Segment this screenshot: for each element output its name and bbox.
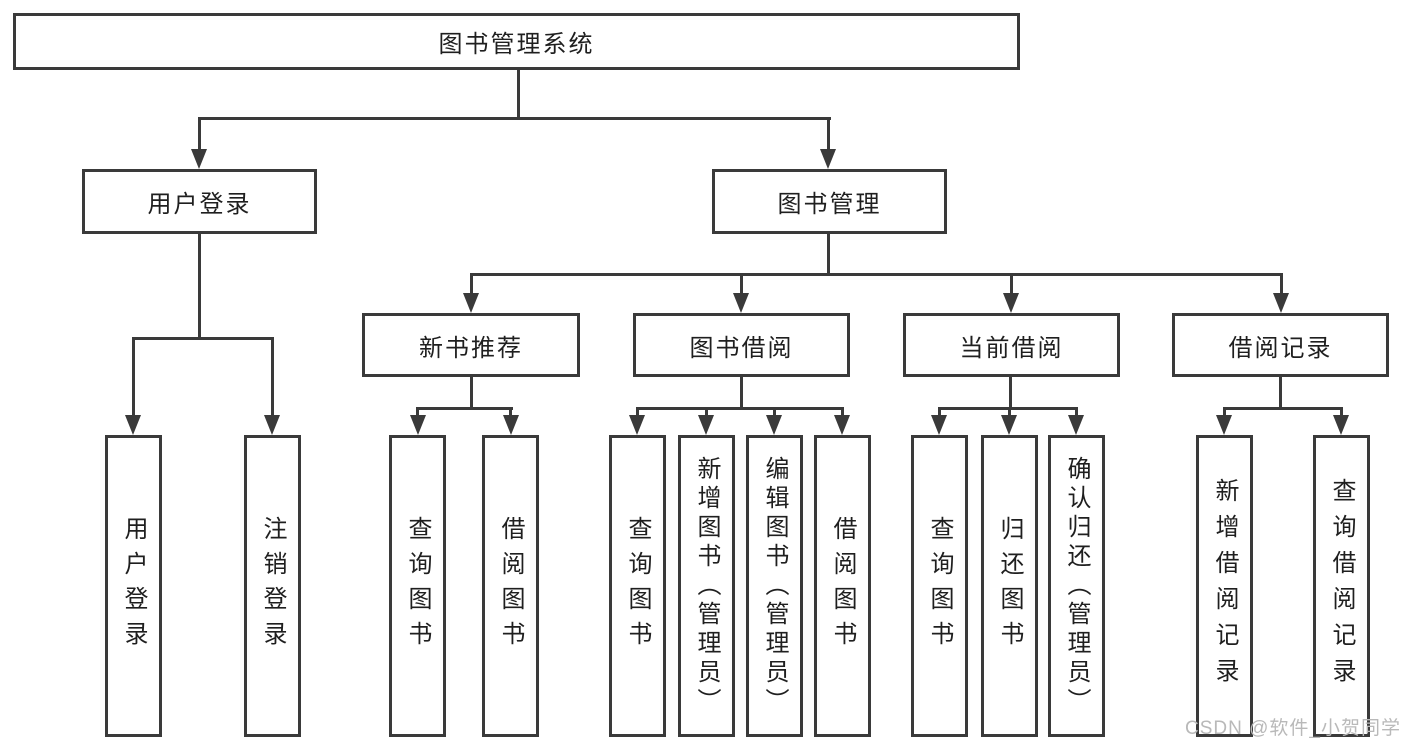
connector (132, 337, 274, 340)
node-book-borrow: 图书借阅 (633, 313, 850, 377)
node-new-book-recommend-label: 新书推荐 (419, 334, 523, 362)
arrowhead-icon (1003, 293, 1019, 313)
node-new-book-recommend: 新书推荐 (362, 313, 580, 377)
connector (705, 407, 708, 417)
connector (1340, 407, 1343, 417)
leaf-query-book-current-label: 查询图书 (926, 516, 953, 656)
leaf-return-book: 归还图书 (981, 435, 1038, 737)
node-root-label: 图书管理系统 (438, 31, 595, 58)
arrowhead-icon (463, 293, 479, 313)
leaf-logout: 注销登录 (244, 435, 301, 737)
connector (198, 234, 201, 339)
leaf-borrow-book-label: 借阅图书 (829, 516, 856, 656)
connector (470, 377, 473, 409)
leaf-borrow-book-recommend: 借阅图书 (482, 435, 539, 737)
connector (416, 407, 513, 410)
leaf-user-login-label: 用户登录 (120, 516, 147, 656)
arrowhead-icon (410, 415, 426, 435)
leaf-query-book-borrow: 查询图书 (609, 435, 666, 737)
arrowhead-icon (698, 415, 714, 435)
arrowhead-icon (1333, 415, 1349, 435)
node-book-borrow-label: 图书借阅 (689, 334, 794, 362)
leaf-query-book-current: 查询图书 (911, 435, 968, 737)
node-book-management: 图书管理 (712, 169, 947, 234)
connector (1279, 377, 1282, 409)
leaf-query-borrow-record: 查询借阅记录 (1313, 435, 1370, 737)
connector (1009, 377, 1012, 409)
connector (740, 273, 743, 295)
connector (470, 273, 1283, 276)
connector (1075, 407, 1078, 417)
arrowhead-icon (264, 415, 280, 435)
leaf-borrow-book: 借阅图书 (814, 435, 871, 737)
connector (740, 377, 743, 409)
connector (198, 117, 201, 151)
node-book-management-label: 图书管理 (777, 191, 882, 218)
connector (841, 407, 844, 417)
node-root: 图书管理系统 (13, 13, 1020, 70)
connector (636, 407, 844, 410)
arrowhead-icon (820, 149, 836, 169)
connector (938, 407, 941, 417)
leaf-add-book-admin-label: 新增图书（管理员） (693, 455, 720, 717)
connector (827, 117, 830, 151)
watermark: CSDN @软件_小贺同学 (1185, 718, 1401, 739)
connector (827, 234, 830, 275)
node-user-login: 用户登录 (82, 169, 317, 234)
connector (198, 117, 831, 120)
arrowhead-icon (1001, 415, 1017, 435)
arrowhead-icon (834, 415, 850, 435)
leaf-query-book-recommend-label: 查询图书 (404, 516, 431, 656)
connector (517, 70, 520, 118)
leaf-logout-label: 注销登录 (259, 516, 286, 656)
node-borrow-record-label: 借阅记录 (1228, 334, 1333, 362)
arrowhead-icon (1273, 293, 1289, 313)
leaf-borrow-book-recommend-label: 借阅图书 (497, 516, 524, 656)
connector (132, 337, 135, 417)
arrowhead-icon (931, 415, 947, 435)
connector (636, 407, 639, 417)
arrowhead-icon (191, 149, 207, 169)
connector (509, 407, 512, 417)
arrowhead-icon (1068, 415, 1084, 435)
connector (1010, 273, 1013, 295)
connector (1223, 407, 1226, 417)
leaf-query-book-recommend: 查询图书 (389, 435, 446, 737)
leaf-edit-book-admin-label: 编辑图书（管理员） (761, 455, 788, 717)
connector (470, 273, 473, 295)
arrowhead-icon (733, 293, 749, 313)
leaf-add-borrow-record: 新增借阅记录 (1196, 435, 1253, 737)
arrowhead-icon (503, 415, 519, 435)
connector (271, 337, 274, 417)
connector (1223, 407, 1343, 410)
leaf-confirm-return-admin-label: 确认归还（管理员） (1063, 455, 1090, 717)
arrowhead-icon (1216, 415, 1232, 435)
node-current-borrow: 当前借阅 (903, 313, 1120, 377)
leaf-add-borrow-record-label: 新增借阅记录 (1211, 478, 1238, 694)
leaf-edit-book-admin: 编辑图书（管理员） (746, 435, 803, 737)
arrowhead-icon (766, 415, 782, 435)
connector (1008, 407, 1011, 417)
arrowhead-icon (629, 415, 645, 435)
node-current-borrow-label: 当前借阅 (959, 334, 1064, 362)
connector (1280, 273, 1283, 295)
connector (773, 407, 776, 417)
leaf-user-login: 用户登录 (105, 435, 162, 737)
arrowhead-icon (125, 415, 141, 435)
leaf-query-book-borrow-label: 查询图书 (624, 516, 651, 656)
connector (416, 407, 419, 417)
leaf-query-borrow-record-label: 查询借阅记录 (1328, 478, 1355, 694)
leaf-add-book-admin: 新增图书（管理员） (678, 435, 735, 737)
node-borrow-record: 借阅记录 (1172, 313, 1389, 377)
leaf-confirm-return-admin: 确认归还（管理员） (1048, 435, 1105, 737)
node-user-login-label: 用户登录 (147, 191, 252, 218)
leaf-return-book-label: 归还图书 (996, 516, 1023, 656)
